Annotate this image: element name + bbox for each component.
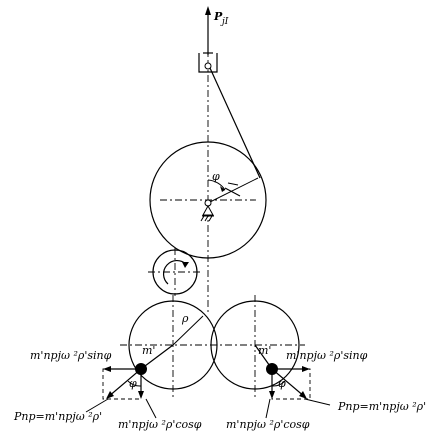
label-rho: ρ [181,312,189,325]
crank-wheel [149,141,267,259]
label-mass-right: m' [258,344,271,357]
label-p-left: Pnp=m'npjω ²ρ' [13,410,102,423]
slider-guide [198,53,218,73]
ground-hatch-3 [208,215,213,222]
right-arrow-vertical [269,391,275,399]
force-arrow-head-top [205,6,211,15]
left-phi-arc [127,380,142,387]
leader-cos-left [145,398,157,419]
label-phi-right: φ [278,377,286,390]
ground-hatch-2 [204,215,209,222]
label-p-right: Pnp=m'npjω ²ρ' [337,400,426,413]
label-mass-left: m' [142,344,155,357]
phi-arc-top [207,179,226,191]
rotation-arc [162,259,187,285]
left-mass-arm [140,344,174,370]
phi-arrow-top [220,186,225,192]
label-cos-left: m'npjω ²ρ'cosφ [118,418,202,431]
right-phi-arc [271,380,286,387]
dim-tick-1 [224,187,241,197]
label-phi-left: φ [129,377,137,390]
right-arrow-horizontal [302,366,310,372]
dim-tick-2 [227,182,239,186]
label-sin-right: m'npjω ²ρ'sinφ [286,349,368,362]
pivot-support [202,204,214,216]
right-force-resultant [271,368,306,398]
label-cos-right: m'npjω ²ρ'cosφ [226,418,310,431]
right-arrow-resultant [299,391,307,399]
left-arrow-resultant [106,391,114,399]
leader-p-right [304,398,331,406]
label-force-top-sub: jI [220,17,229,27]
ground-hatch-1 [200,215,205,222]
connecting-rod [209,67,261,179]
slider-pin [204,62,212,70]
label-phi-top: φ [212,170,220,183]
leader-p-left [85,398,109,413]
left-arrow-vertical [138,391,144,399]
rho-radius [172,315,204,346]
leader-cos-right [265,398,271,419]
label-force-top: P [213,10,223,23]
crank-arm [207,177,259,204]
left-force-resultant [107,368,142,398]
rotation-arrow-head [182,262,189,268]
label-sin-left: m'npjω ²ρ'sinφ [30,349,112,362]
left-arrow-horizontal [103,366,111,372]
